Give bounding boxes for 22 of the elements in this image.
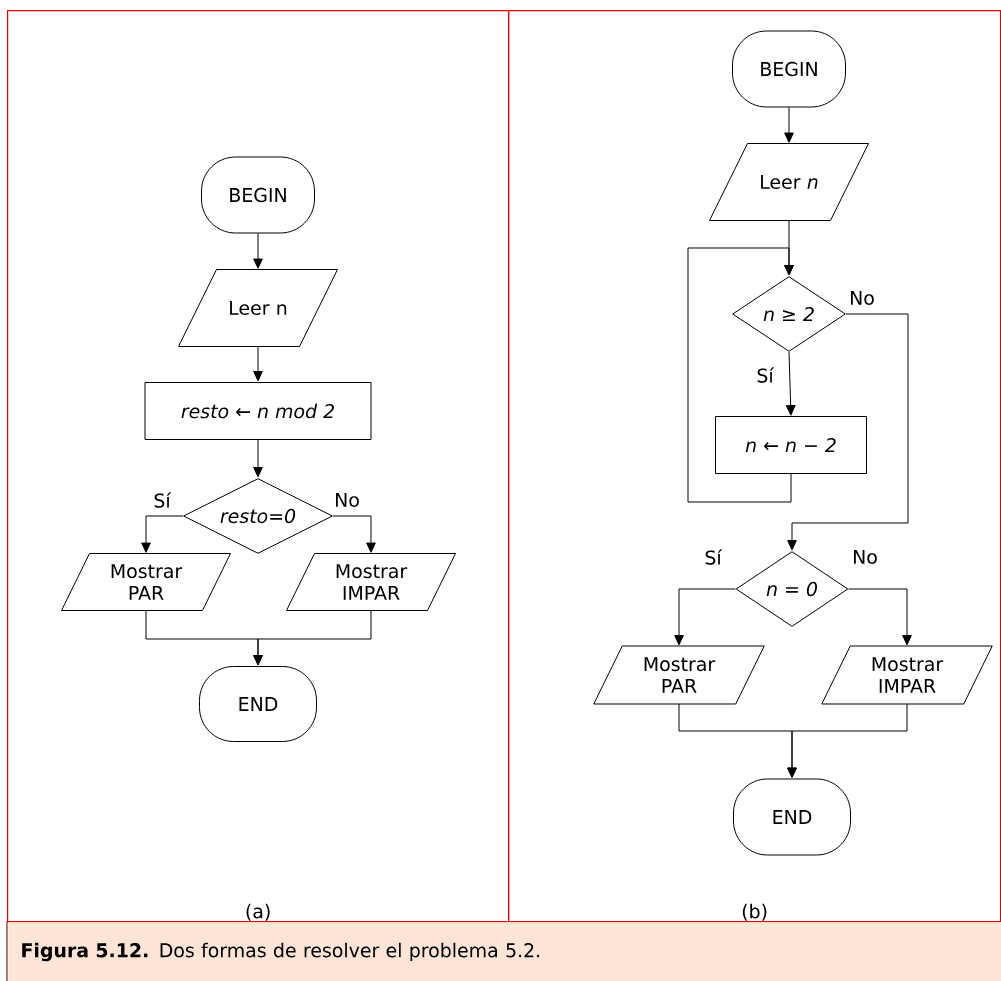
arrow: [687, 247, 794, 503]
arrow: [253, 610, 372, 666]
process-box: resto ← n mod 2: [144, 382, 372, 440]
edge-label: Sí: [755, 366, 775, 384]
arrow: [253, 233, 263, 269]
arrow: [784, 107, 794, 143]
edge-label: No: [851, 548, 879, 566]
arrow: [785, 351, 796, 416]
arrow: [848, 588, 912, 646]
edge-label: Sí: [152, 491, 172, 509]
arrow: [253, 346, 263, 382]
arrow: [253, 439, 263, 478]
arrow: [674, 588, 736, 646]
process-box: n ← n − 2: [715, 416, 867, 474]
arrow: [332, 515, 376, 553]
edge-label: No: [848, 289, 876, 307]
arrow: [787, 313, 909, 551]
edge-label: No: [333, 491, 361, 509]
caption-band: Figura 5.12. Dos formas de resolver el problema 5.2.: [8, 922, 1001, 981]
edge-label: Sí: [703, 548, 723, 566]
arrow: [787, 703, 908, 778]
arrow: [141, 515, 184, 553]
